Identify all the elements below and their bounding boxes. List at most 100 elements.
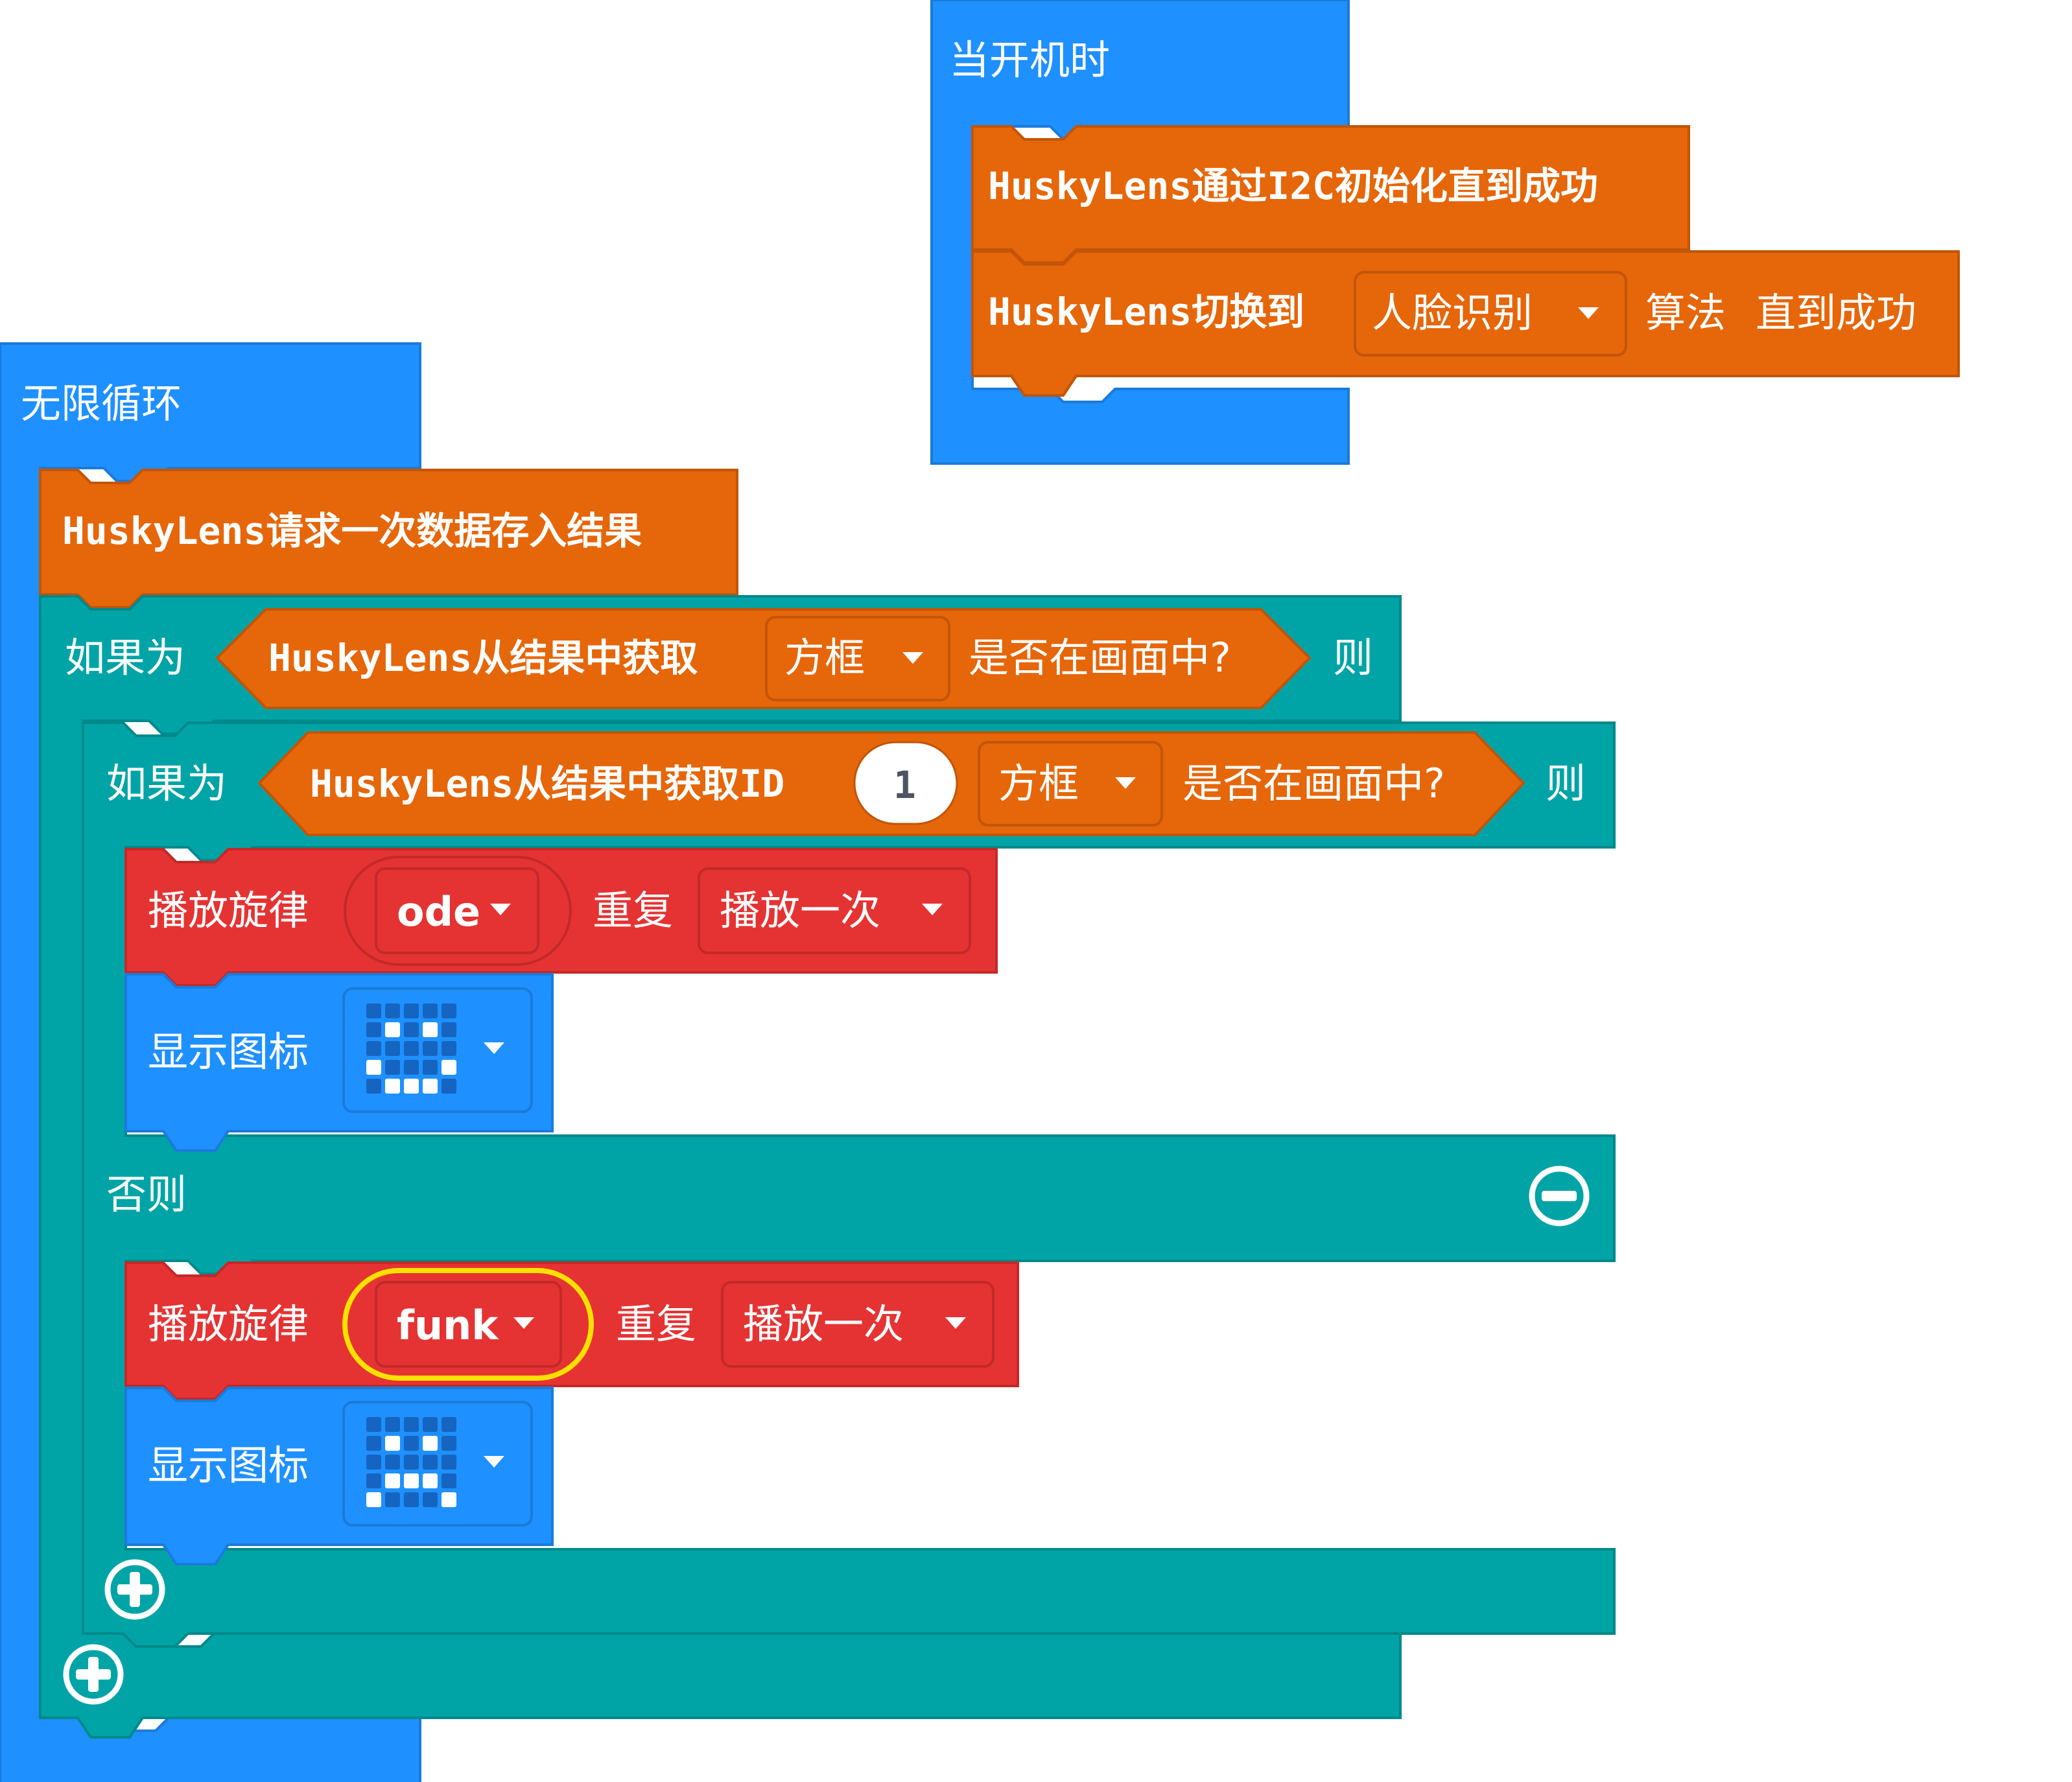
melody-else-label: 播放旋律 [148, 1300, 309, 1348]
led-cell [441, 1041, 456, 1056]
caret-down-icon [902, 652, 923, 664]
forever-label: 无限循环 [21, 380, 182, 427]
led-cell [423, 1455, 438, 1470]
led-cell [366, 1436, 381, 1451]
led-cell [423, 1417, 438, 1432]
led-cell [385, 1003, 400, 1018]
husky-request-label: HuskyLens请求一次数据存入结果 [62, 509, 642, 553]
sad-face-icon [366, 1417, 456, 1507]
melody-then-repeat-label: 重复 [593, 887, 674, 934]
inner-shape-dropdown[interactable] [978, 741, 1163, 827]
led-cell [366, 1417, 381, 1432]
led-cell [441, 1003, 456, 1018]
husky-switch-middle: 算法 [1645, 289, 1726, 336]
husky-init-label: HuskyLens通过I2C初始化直到成功 [988, 164, 1599, 208]
repeat-dropdown-else[interactable] [721, 1281, 995, 1368]
led-cell [423, 1022, 438, 1037]
led-cell [385, 1022, 400, 1037]
led-cell [423, 1492, 438, 1507]
led-cell [441, 1473, 456, 1488]
led-cell [404, 1079, 419, 1094]
inner-condition-prefix: HuskyLens从结果中获取ID [310, 762, 785, 806]
led-cell [366, 1455, 381, 1470]
caret-down-icon [484, 1456, 504, 1468]
outer-condition-prefix: HuskyLens从结果中获取 [268, 636, 698, 680]
husky-switch-block[interactable] [971, 250, 1960, 397]
id-number-input[interactable] [853, 741, 958, 825]
led-cell [404, 1436, 419, 1451]
outer-condition-suffix: 是否在画面中? [969, 634, 1231, 681]
plus-circle-icon[interactable] [63, 1644, 124, 1705]
led-cell [404, 1473, 419, 1488]
if-outer-block[interactable] [39, 595, 1402, 1739]
husky-switch-prefix: HuskyLens切换到 [988, 290, 1305, 334]
led-cell [404, 1022, 419, 1037]
outer-shape-dropdown[interactable] [765, 616, 950, 701]
caret-down-icon [490, 904, 511, 915]
led-cell [423, 1003, 438, 1018]
play-melody-else-block[interactable] [124, 1261, 1019, 1400]
led-cell [404, 1041, 419, 1056]
melody-then-label: 播放旋律 [148, 887, 309, 934]
outer-then-label: 则 [1333, 634, 1374, 681]
plus-circle-icon[interactable] [104, 1559, 165, 1620]
husky-request-block[interactable] [39, 469, 738, 609]
play-melody-then-block[interactable] [124, 848, 998, 987]
led-cell [441, 1417, 456, 1432]
caret-down-icon [513, 1317, 534, 1329]
caret-down-icon [1578, 307, 1599, 319]
melody-else-repeat-value: 播放一次 [743, 1300, 904, 1348]
show-icon-then-block[interactable] [124, 973, 554, 1152]
led-cell [385, 1417, 400, 1432]
led-cell [441, 1455, 456, 1470]
led-cell [366, 1473, 381, 1488]
led-cell [404, 1003, 419, 1018]
led-cell [366, 1022, 381, 1037]
caret-down-icon [922, 904, 943, 915]
outer-shape-value: 方框 [784, 634, 865, 681]
on-start-label: 当开机时 [949, 36, 1111, 84]
led-cell [385, 1041, 400, 1056]
minus-circle-icon[interactable] [1529, 1166, 1590, 1226]
melody-then-repeat-value: 播放一次 [720, 887, 881, 934]
led-cell [423, 1436, 438, 1451]
led-cell [366, 1492, 381, 1507]
repeat-dropdown-then[interactable] [698, 867, 971, 954]
led-cell [404, 1060, 419, 1075]
melody-dropdown-else[interactable] [375, 1281, 562, 1368]
melody-else-repeat-label: 重复 [616, 1300, 697, 1348]
show-icon-else-label: 显示图标 [148, 1442, 309, 1489]
led-cell [423, 1079, 438, 1094]
caret-down-icon [484, 1042, 504, 1054]
led-cell [366, 1041, 381, 1056]
else-label: 否则 [106, 1171, 187, 1218]
melody-then-value: ode [397, 888, 481, 935]
melody-dropdown-then[interactable] [375, 867, 539, 954]
show-icon-else-block[interactable] [124, 1387, 554, 1565]
show-icon-then-label: 显示图标 [148, 1028, 309, 1075]
inner-condition-suffix: 是否在画面中? [1183, 760, 1445, 807]
led-cell [385, 1060, 400, 1075]
led-cell [423, 1041, 438, 1056]
happy-face-icon [366, 1003, 456, 1094]
led-cell [385, 1473, 400, 1488]
led-cell [441, 1060, 456, 1075]
if-inner-label: 如果为 [106, 760, 228, 807]
led-cell [441, 1436, 456, 1451]
led-cell [441, 1492, 456, 1507]
led-cell [441, 1079, 456, 1094]
if-outer-label: 如果为 [65, 634, 186, 681]
outer-condition-hex[interactable] [215, 608, 1312, 709]
husky-init-block[interactable] [971, 125, 1690, 264]
algorithm-dropdown-value: 人脸识别 [1372, 289, 1533, 336]
inner-then-label: 则 [1546, 760, 1586, 807]
if-inner-block[interactable] [82, 721, 1616, 1648]
led-cell [441, 1022, 456, 1037]
algorithm-dropdown[interactable] [1354, 271, 1627, 357]
led-cell [423, 1473, 438, 1488]
melody-else-value: funk [397, 1302, 499, 1349]
led-cell [404, 1455, 419, 1470]
led-cell [385, 1455, 400, 1470]
led-cell [404, 1492, 419, 1507]
